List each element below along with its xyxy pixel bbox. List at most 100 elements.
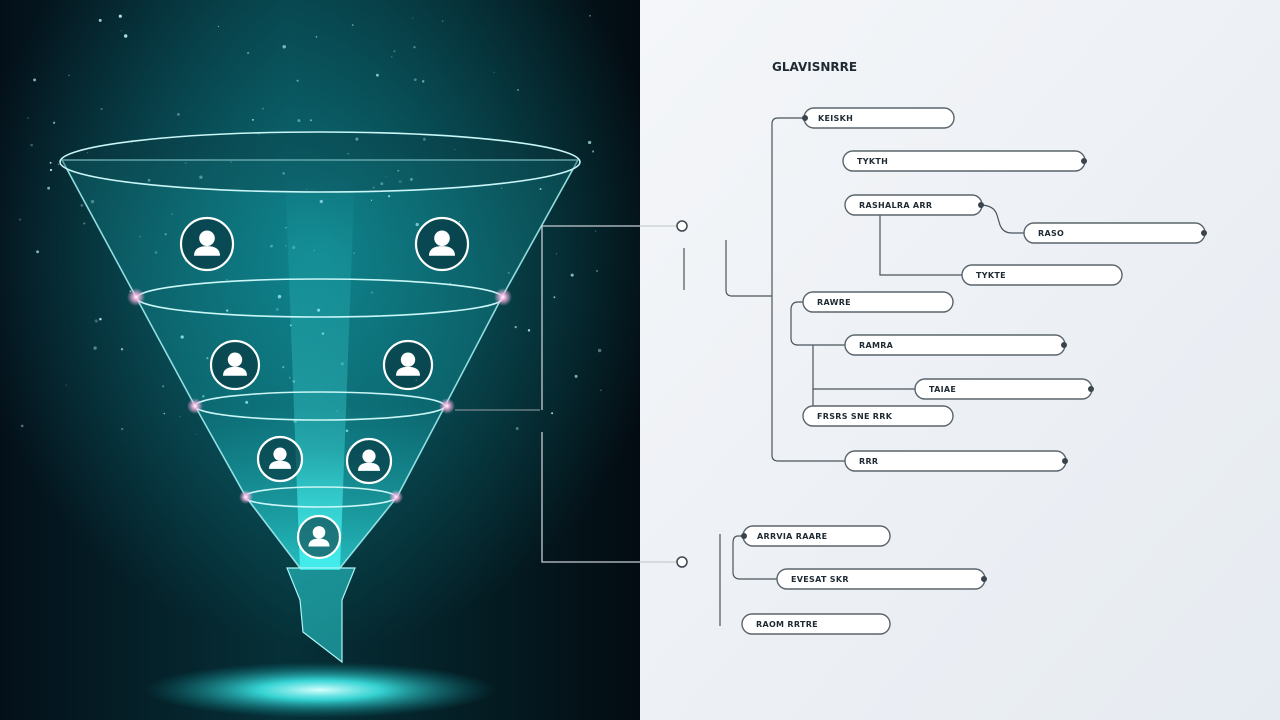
particle	[120, 348, 124, 351]
person-icon-group	[179, 216, 470, 560]
person-icon	[209, 339, 261, 391]
node-label: RASO	[1038, 229, 1064, 238]
funnel-beam	[285, 170, 355, 570]
person-icon	[256, 435, 304, 483]
particle	[131, 142, 133, 144]
diagram-node: RASO	[1023, 222, 1207, 244]
person-icon	[382, 339, 434, 391]
person-icon	[414, 216, 470, 272]
particle	[36, 250, 40, 254]
particle	[68, 74, 70, 77]
diagram-node: EVESAT SKR	[776, 568, 987, 590]
particle	[391, 56, 393, 58]
particle	[421, 80, 425, 83]
particle	[493, 71, 496, 74]
funnel-spout	[286, 567, 356, 664]
node-label: RRR	[859, 457, 878, 466]
connector-upper	[541, 225, 682, 410]
particle	[162, 385, 165, 388]
node-label: KEISKH	[818, 114, 853, 123]
particle	[258, 133, 260, 135]
node-label: RAWRE	[817, 298, 851, 307]
node-label: TYKTH	[857, 157, 888, 166]
connector-endpoint	[676, 556, 688, 568]
particle	[351, 24, 354, 27]
particle	[592, 150, 595, 153]
node-label: RAOM RRTRE	[756, 620, 818, 629]
particle	[282, 44, 286, 49]
particle	[33, 78, 37, 82]
connector-lower	[541, 432, 682, 563]
particle	[376, 73, 379, 77]
particle	[49, 168, 53, 172]
diagram-node: FRSRS SNE RRK	[802, 405, 954, 427]
particle	[93, 346, 97, 350]
particle	[527, 329, 531, 332]
particle	[355, 137, 359, 141]
particle	[176, 112, 180, 116]
ring-glow-point	[494, 288, 512, 306]
person-icon	[345, 437, 393, 485]
particle	[589, 14, 591, 17]
particle	[100, 107, 103, 111]
particle	[261, 107, 264, 110]
particle	[570, 273, 574, 277]
diagram-title: GLAVISNRRE	[772, 60, 857, 74]
particle	[574, 374, 578, 378]
right-panel-background	[640, 0, 1280, 720]
particle	[296, 79, 299, 82]
particle	[19, 218, 22, 221]
particle	[454, 148, 456, 150]
particle	[600, 389, 602, 392]
ring-glow-point	[127, 288, 145, 306]
funnel-rim	[59, 131, 581, 193]
particle	[553, 296, 556, 299]
particle	[315, 36, 318, 38]
particle	[413, 78, 417, 82]
diagram-node: TYKTE	[961, 264, 1123, 286]
node-label: RASHALRA ARR	[859, 201, 932, 210]
particle	[517, 88, 520, 91]
particle	[309, 119, 312, 122]
particle	[179, 416, 181, 418]
particle	[196, 433, 198, 435]
particle	[412, 17, 414, 19]
particle	[551, 412, 554, 415]
particle	[163, 412, 166, 415]
particle	[123, 34, 128, 38]
particle	[597, 348, 602, 353]
particle	[595, 230, 597, 232]
particle	[515, 427, 519, 430]
particle	[98, 18, 102, 22]
particle	[47, 186, 50, 190]
node-label: TAIAE	[929, 385, 956, 394]
tree-connectors	[683, 117, 1024, 626]
ring-glow-point	[439, 398, 455, 414]
particle	[555, 253, 558, 255]
particle	[297, 119, 301, 123]
diagram-node: ARRVIA RAARE	[741, 525, 891, 547]
particle	[587, 140, 592, 145]
particle	[80, 203, 84, 207]
diagram-node: RRR	[844, 450, 1068, 472]
particle	[514, 325, 517, 329]
particle	[30, 143, 33, 147]
particle	[118, 14, 122, 18]
particle	[20, 424, 24, 428]
particle	[65, 384, 67, 386]
particle	[422, 137, 426, 141]
bottom-nodes: ARRVIA RAARE EVESAT SKR RAOM RRTRE	[741, 525, 987, 635]
node-label: ARRVIA RAARE	[757, 532, 827, 541]
particle	[83, 222, 86, 225]
particle	[86, 152, 89, 154]
diagram-node: KEISKH	[802, 107, 955, 129]
particle	[52, 121, 56, 124]
person-icon	[179, 216, 235, 272]
particle	[442, 20, 444, 22]
particle	[393, 50, 396, 53]
ring-glow-point	[187, 398, 203, 414]
particle	[27, 117, 29, 119]
base-glow	[145, 662, 495, 718]
node-label: EVESAT SKR	[791, 575, 849, 584]
